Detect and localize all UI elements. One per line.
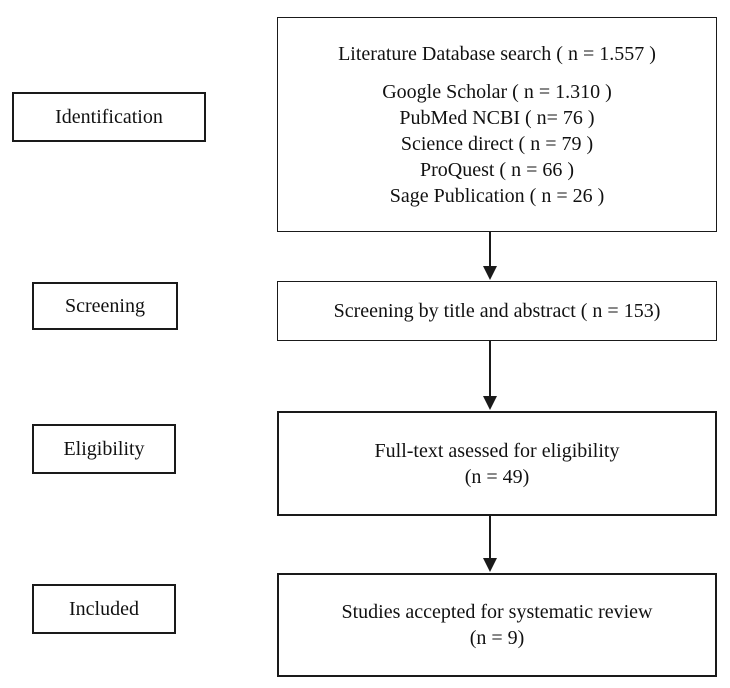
arrowhead-screening <box>483 266 497 280</box>
source-google-scholar: Google Scholar ( n = 1.310 ) <box>382 80 612 103</box>
arrowhead-eligibility <box>483 396 497 410</box>
stage-screening: Screening <box>32 282 178 330</box>
stage-included: Included <box>32 584 176 634</box>
included-line-1: Studies accepted for systematic review <box>341 601 653 623</box>
eligibility-box: Full-text asessed for eligibility (n = 4… <box>277 411 717 516</box>
source-sage-publication: Sage Publication ( n = 26 ) <box>389 184 605 207</box>
included-line-2: (n = 9) <box>469 627 525 649</box>
stage-eligibility-label: Eligibility <box>63 437 145 460</box>
arrowhead-included <box>483 558 497 572</box>
screening-box: Screening by title and abstract ( n = 15… <box>277 281 717 341</box>
stage-identification-label: Identification <box>55 105 163 128</box>
source-proquest: ProQuest ( n = 66 ) <box>419 158 575 181</box>
included-box: Studies accepted for systematic review (… <box>277 573 717 677</box>
identification-box: Literature Database search ( n = 1.557 )… <box>277 17 717 232</box>
stage-eligibility: Eligibility <box>32 424 176 474</box>
stage-identification: Identification <box>12 92 206 142</box>
screening-text: Screening by title and abstract ( n = 15… <box>333 300 661 322</box>
eligibility-line-2: (n = 49) <box>464 465 530 488</box>
identification-title: Literature Database search ( n = 1.557 ) <box>338 42 656 65</box>
eligibility-line-1: Full-text asessed for eligibility <box>374 439 620 462</box>
stage-included-label: Included <box>69 597 139 620</box>
source-pubmed-ncbi: PubMed NCBI ( n= 76 ) <box>399 106 595 129</box>
stage-screening-label: Screening <box>65 294 145 317</box>
source-science-direct: Science direct ( n = 79 ) <box>400 132 594 155</box>
